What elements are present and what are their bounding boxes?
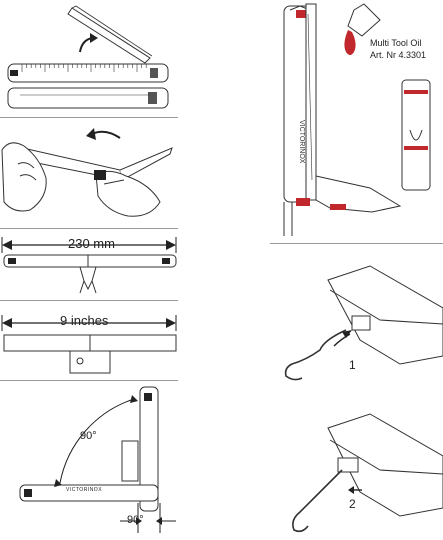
- oil-name: Multi Tool Oil: [370, 38, 422, 48]
- imperial-length-illustration: [1, 315, 177, 374]
- divider-1: [0, 117, 178, 118]
- divider-5: [270, 243, 443, 244]
- right-angle-illustration: [19, 386, 176, 533]
- hand-pull-illustration: [1, 128, 173, 217]
- divider-4: [0, 380, 178, 381]
- oiling-illustration: VICTORINOX: [283, 3, 431, 236]
- divider-3: [0, 300, 178, 301]
- angle-bottom-label: 90°: [127, 514, 144, 526]
- side-brand-text: VICTORINOX: [298, 120, 305, 164]
- step-2-number: 2: [349, 497, 356, 511]
- imperial-length-label: 9 inches: [60, 313, 109, 328]
- step-1-number: 1: [349, 358, 356, 372]
- corkscrew-step2-illustration: [292, 413, 443, 533]
- oil-article-number: Art. Nr 4.3301: [370, 50, 427, 60]
- angle-top-label: 90°: [80, 430, 97, 442]
- divider-2: [0, 228, 178, 229]
- metric-length-label: 230 mm: [68, 236, 115, 251]
- ruler-unfold-illustration: [7, 5, 169, 109]
- ruler-brand-text: VICTORINOX: [66, 487, 103, 493]
- corkscrew-step1-illustration: [284, 265, 443, 381]
- metric-length-illustration: [1, 237, 177, 294]
